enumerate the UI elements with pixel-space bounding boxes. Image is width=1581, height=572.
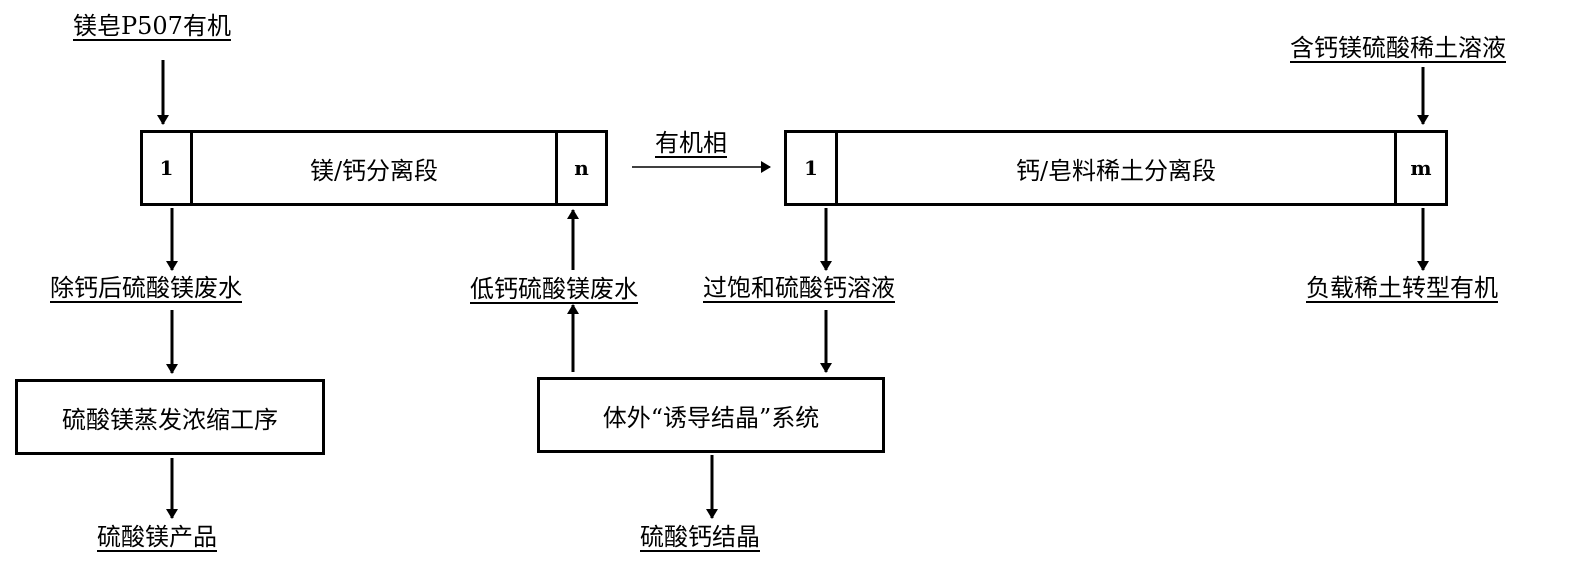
stage2-first-cell: 1 [787, 133, 838, 203]
stage1-first-cell: 1 [143, 133, 193, 203]
stage2-ca-re-separation-box: 1 钙/皂料稀土分离段 m [784, 130, 1448, 206]
crystallization-system-title: 体外“诱导结晶”系统 [602, 403, 820, 432]
label-mg-wastewater-after-ca-removal: 除钙后硫酸镁废水 [50, 274, 242, 302]
stage1-title: 镁/钙分离段 [309, 156, 439, 185]
label-mgso4-product: 硫酸镁产品 [97, 523, 217, 551]
label-organic-phase: 有机相 [655, 129, 727, 157]
label-supersaturated-caso4-solution: 过饱和硫酸钙溶液 [703, 274, 895, 302]
stage2-title: 钙/皂料稀土分离段 [1015, 156, 1217, 185]
label-low-ca-mg-wastewater: 低钙硫酸镁废水 [470, 275, 638, 303]
label-caso4-crystal: 硫酸钙结晶 [640, 523, 760, 551]
stage1-mg-ca-separation-box: 1 镁/钙分离段 n [140, 130, 608, 206]
label-ca-mg-rare-earth-solution: 含钙镁硫酸稀土溶液 [1290, 34, 1506, 62]
label-loaded-re-organic: 负载稀土转型有机 [1306, 274, 1498, 302]
mg-evaporation-title: 硫酸镁蒸发浓缩工序 [62, 405, 278, 434]
crystallization-system-box: 体外“诱导结晶”系统 [537, 377, 885, 453]
label-mg-soap-p507-organic: 镁皂P507有机 [73, 12, 231, 40]
stage1-last-cell: n [555, 133, 605, 203]
stage2-last-cell: m [1394, 133, 1445, 203]
mg-evaporation-box: 硫酸镁蒸发浓缩工序 [15, 379, 325, 455]
